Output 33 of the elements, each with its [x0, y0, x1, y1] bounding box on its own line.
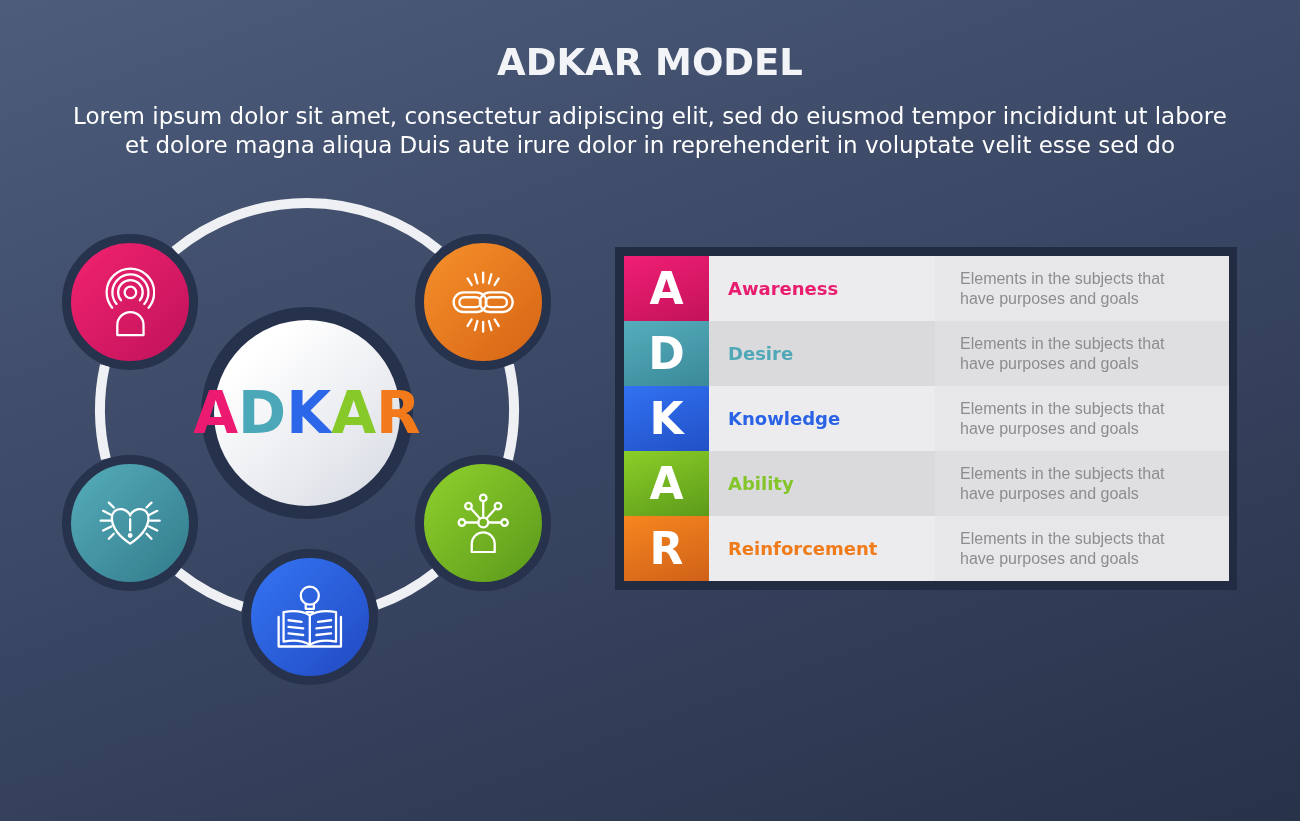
ring-arc	[171, 198, 442, 255]
stage-letter: A	[649, 457, 684, 510]
ring-arc	[95, 364, 111, 460]
stage-letter: D	[648, 327, 685, 380]
table-row	[709, 321, 1229, 386]
stage-description: Elements in the subjects that have purposes and goals	[960, 528, 1166, 569]
stage-name: Awareness	[728, 276, 839, 301]
stage-letter: A	[649, 262, 684, 315]
stage-name: Reinforcement	[728, 536, 878, 561]
table-row	[709, 256, 1229, 321]
ring-arc	[175, 567, 245, 612]
stage-name: Ability	[728, 471, 794, 496]
stage-letter: R	[649, 522, 684, 575]
stage-description: Elements in the subjects that have purposes and goals	[960, 398, 1166, 439]
stage-letter: K	[649, 392, 684, 445]
table-row	[709, 451, 1229, 516]
stage-description: Elements in the subjects that have purposes and goals	[960, 463, 1166, 504]
table-row	[709, 386, 1229, 451]
stage-name: Knowledge	[728, 406, 841, 431]
stage-name: Desire	[728, 341, 794, 366]
stage-description: Elements in the subjects that have purposes and goals	[960, 333, 1166, 374]
table-row	[709, 516, 1229, 581]
ring-arc	[503, 363, 519, 461]
letter-tile	[624, 516, 709, 581]
page-title: ADKAR MODEL	[497, 40, 803, 86]
letter-tile	[624, 451, 709, 516]
letter-tile	[624, 386, 709, 451]
stage-description: Elements in the subjects that have purposes and goals	[960, 268, 1166, 309]
ring-arc	[375, 568, 439, 610]
subtitle-text: Lorem ipsum dolor sit amet, consectetur adipiscing elit, sed do eiusmod tempor incididunt ut labore et dolore magna aliqua Duis aute irure dolor in reprehenderit in voluptate velit esse sed do	[72, 102, 1228, 160]
letter-tile	[624, 321, 709, 386]
table-panel	[615, 247, 1237, 590]
letter-tile	[624, 256, 709, 321]
